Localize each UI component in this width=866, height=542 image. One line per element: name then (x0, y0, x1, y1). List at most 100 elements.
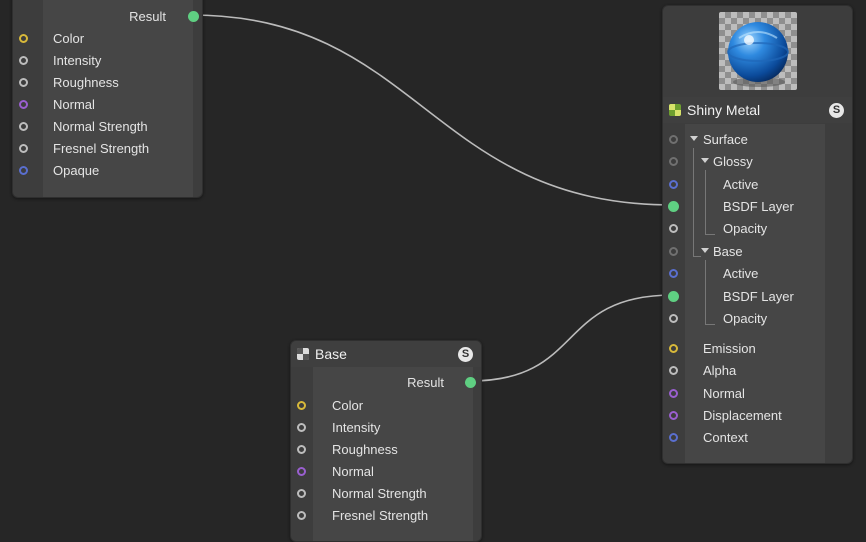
node-base-header[interactable]: Base S (291, 341, 481, 367)
input-row-fresnel-strength: Fresnel Strength (291, 504, 481, 526)
input-normal-label: Normal (703, 385, 745, 401)
input-color-port[interactable] (19, 33, 28, 43)
output-row: Result (291, 371, 481, 393)
input-normal-strength-label: Normal Strength (53, 118, 148, 134)
input-row-context: Context (663, 426, 852, 448)
tree-guide-base-end (705, 324, 715, 325)
tree-row-surface[interactable]: Surface (663, 128, 852, 150)
node-material-header[interactable]: Shiny Metal S (663, 97, 852, 123)
material-icon (669, 104, 681, 116)
tree-guide-surface (693, 148, 694, 256)
glossy-port[interactable] (669, 156, 678, 166)
material-preview-sphere-icon (719, 12, 797, 90)
input-intensity-label: Intensity (53, 52, 102, 68)
chevron-down-icon[interactable] (701, 158, 709, 163)
chevron-down-icon[interactable] (701, 248, 709, 253)
base-active-port[interactable] (669, 268, 678, 278)
glossy-opacity-port[interactable] (669, 223, 678, 233)
input-row-normal: Normal (291, 460, 481, 482)
glossy-active-label: Active (723, 176, 759, 192)
input-row-intensity: Intensity (291, 416, 481, 438)
base-label: Base (713, 243, 743, 259)
tree-guide-glossy (705, 170, 706, 234)
input-opaque-port[interactable] (19, 165, 28, 175)
input-row-normal-strength: Normal Strength (291, 482, 481, 504)
input-normal-strength-label: Normal Strength (332, 485, 427, 501)
tree-guide-base-branch (693, 256, 701, 257)
base-active-label: Active (723, 265, 759, 281)
solo-badge-icon[interactable]: S (458, 346, 473, 362)
node-top-layer[interactable]: Result Color Intensity Roughness Normal … (12, 0, 203, 198)
tree-row-glossy[interactable]: Glossy (663, 150, 852, 172)
tree-row-glossy-active: Active (663, 173, 852, 195)
input-roughness-label: Roughness (332, 441, 398, 457)
surface-label: Surface (703, 131, 748, 147)
base-opacity-label: Opacity (723, 310, 768, 326)
input-intensity-port[interactable] (297, 422, 306, 432)
tree-row-base-opacity: Opacity (663, 307, 852, 329)
input-alpha-port[interactable] (669, 365, 678, 375)
node-base[interactable]: Base S Result Color Intensity Roughness … (290, 340, 482, 542)
output-result-port[interactable] (465, 376, 476, 388)
input-fresnel-strength-port[interactable] (19, 143, 28, 153)
tree-guide-base (705, 260, 706, 324)
input-row-color: Color (291, 394, 481, 416)
input-row-normal: Normal (13, 93, 202, 115)
tree-row-glossy-opacity: Opacity (663, 217, 852, 239)
surface-port[interactable] (669, 134, 678, 144)
input-color-port[interactable] (297, 400, 306, 410)
tree-row-glossy-bsdf: BSDF Layer (663, 195, 852, 217)
input-normal-port[interactable] (669, 388, 678, 398)
input-row-emission: Emission (663, 337, 852, 359)
input-displacement-port[interactable] (669, 410, 678, 420)
input-intensity-port[interactable] (19, 55, 28, 65)
input-roughness-port[interactable] (19, 77, 28, 87)
input-row-color: Color (13, 27, 202, 49)
base-port[interactable] (669, 246, 678, 256)
input-row-normal-strength: Normal Strength (13, 115, 202, 137)
input-normal-strength-port[interactable] (297, 488, 306, 498)
output-row: Result (13, 5, 202, 27)
layer-icon (297, 348, 309, 360)
input-row-fresnel-strength: Fresnel Strength (13, 137, 202, 159)
glossy-bsdf-port[interactable] (668, 200, 679, 212)
input-normal-strength-port[interactable] (19, 121, 28, 131)
input-context-label: Context (703, 429, 748, 445)
node-material-title: Shiny Metal (687, 102, 761, 118)
input-fresnel-strength-port[interactable] (297, 510, 306, 520)
glossy-label: Glossy (713, 153, 753, 169)
tree-guide-glossy-end (705, 234, 715, 235)
input-normal-port[interactable] (297, 466, 306, 476)
input-roughness-port[interactable] (297, 444, 306, 454)
tree-row-base[interactable]: Base (663, 240, 852, 262)
input-opaque-label: Opaque (53, 162, 100, 178)
input-row-normal: Normal (663, 382, 852, 404)
input-row-roughness: Roughness (13, 71, 202, 93)
input-displacement-label: Displacement (703, 407, 782, 423)
glossy-bsdf-label: BSDF Layer (723, 198, 794, 214)
node-base-title: Base (315, 346, 347, 362)
output-result-label: Result (129, 8, 166, 24)
glossy-active-port[interactable] (669, 179, 678, 189)
output-result-port[interactable] (188, 10, 199, 22)
chevron-down-icon[interactable] (690, 136, 698, 141)
input-normal-label: Normal (332, 463, 374, 479)
input-roughness-label: Roughness (53, 74, 119, 90)
input-row-roughness: Roughness (291, 438, 481, 460)
input-emission-port[interactable] (669, 343, 678, 353)
input-alpha-label: Alpha (703, 362, 737, 378)
base-bsdf-port[interactable] (668, 290, 679, 302)
base-bsdf-label: BSDF Layer (723, 288, 794, 304)
input-fresnel-strength-label: Fresnel Strength (53, 140, 150, 156)
node-material-shiny-metal[interactable]: Shiny Metal S Surface Glossy Active BSDF… (662, 5, 853, 464)
glossy-opacity-label: Opacity (723, 220, 768, 236)
input-row-opaque: Opaque (13, 159, 202, 181)
input-context-port[interactable] (669, 432, 678, 442)
input-row-alpha: Alpha (663, 359, 852, 381)
tree-row-base-bsdf: BSDF Layer (663, 285, 852, 307)
input-normal-port[interactable] (19, 99, 28, 109)
input-row-intensity: Intensity (13, 49, 202, 71)
base-opacity-port[interactable] (669, 313, 678, 323)
input-fresnel-strength-label: Fresnel Strength (332, 507, 429, 523)
solo-badge-icon[interactable]: S (829, 102, 844, 118)
